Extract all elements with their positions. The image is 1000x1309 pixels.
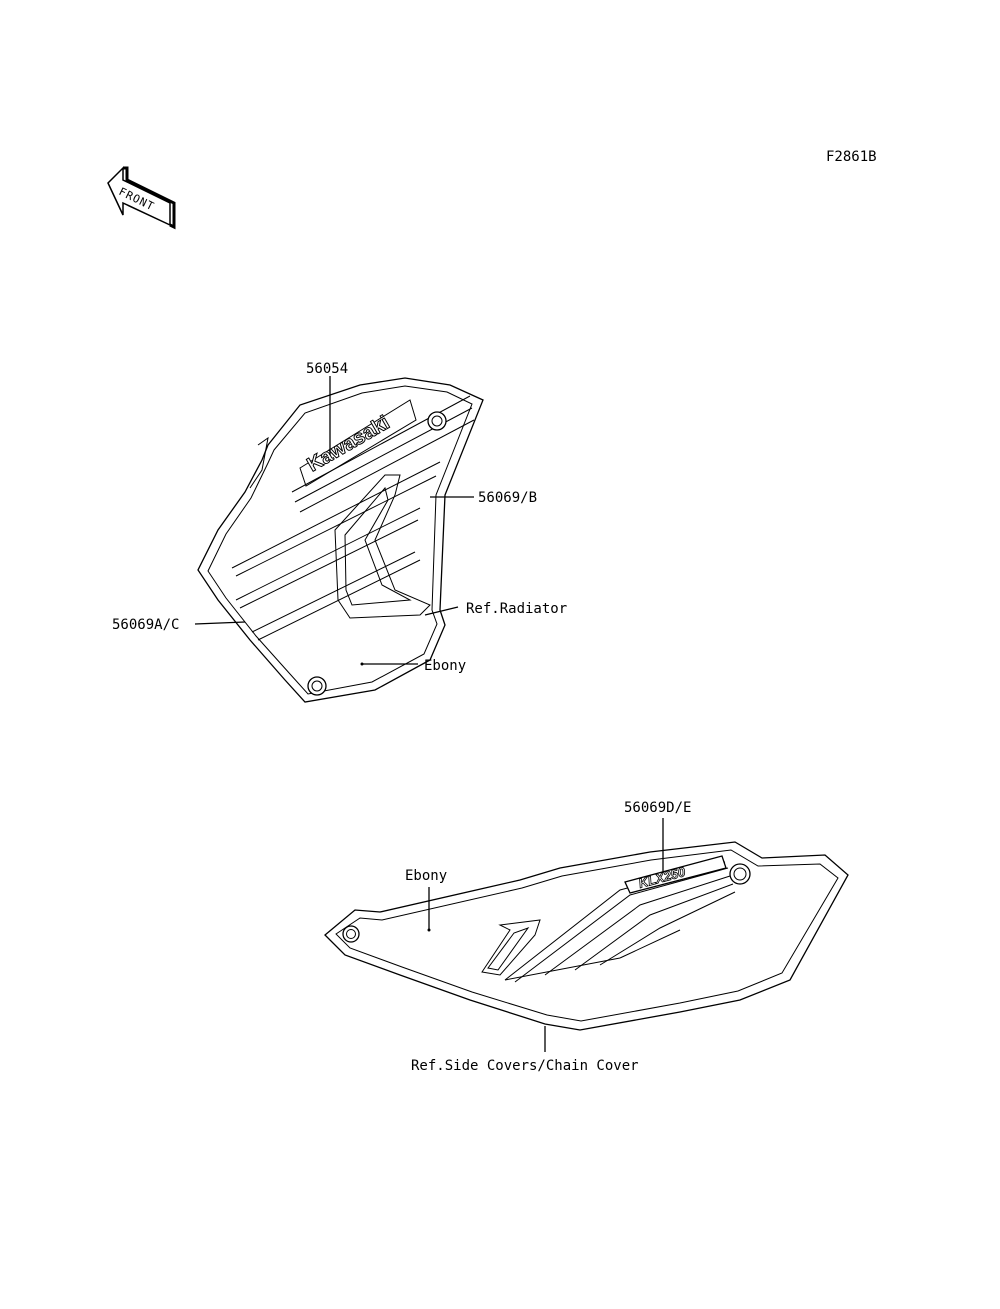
radiator-shroud-drawing: Kawasaki [197,377,484,703]
callout-shroud-ebony: Ebony [424,658,466,674]
callout-56054: 56054 [306,361,348,377]
side-cover-leaders [427,818,664,1052]
side-cover-drawing: KLX250 [324,841,849,1031]
callout-ref-side-covers: Ref.Side Covers/Chain Cover [411,1058,639,1074]
side-cover-rear-bolt-hole [729,863,751,885]
callout-ref-radiator: Ref.Radiator [466,601,567,617]
callout-56069-ac: 56069A/C [112,617,179,633]
shroud-top-bolt-hole [427,411,447,431]
side-cover-logo-text: KLX250 [637,864,688,891]
callout-side-cover-ebony: Ebony [405,868,447,884]
shroud-leaders [194,376,474,666]
front-arrow-icon: FRONT [107,166,176,230]
callout-56069-de: 56069D/E [624,800,691,816]
side-cover-front-bolt-hole [342,925,360,943]
shroud-bottom-bolt-hole [307,676,327,696]
callout-56069-b: 56069/B [478,490,537,506]
figure-code: F2861B [826,149,877,165]
